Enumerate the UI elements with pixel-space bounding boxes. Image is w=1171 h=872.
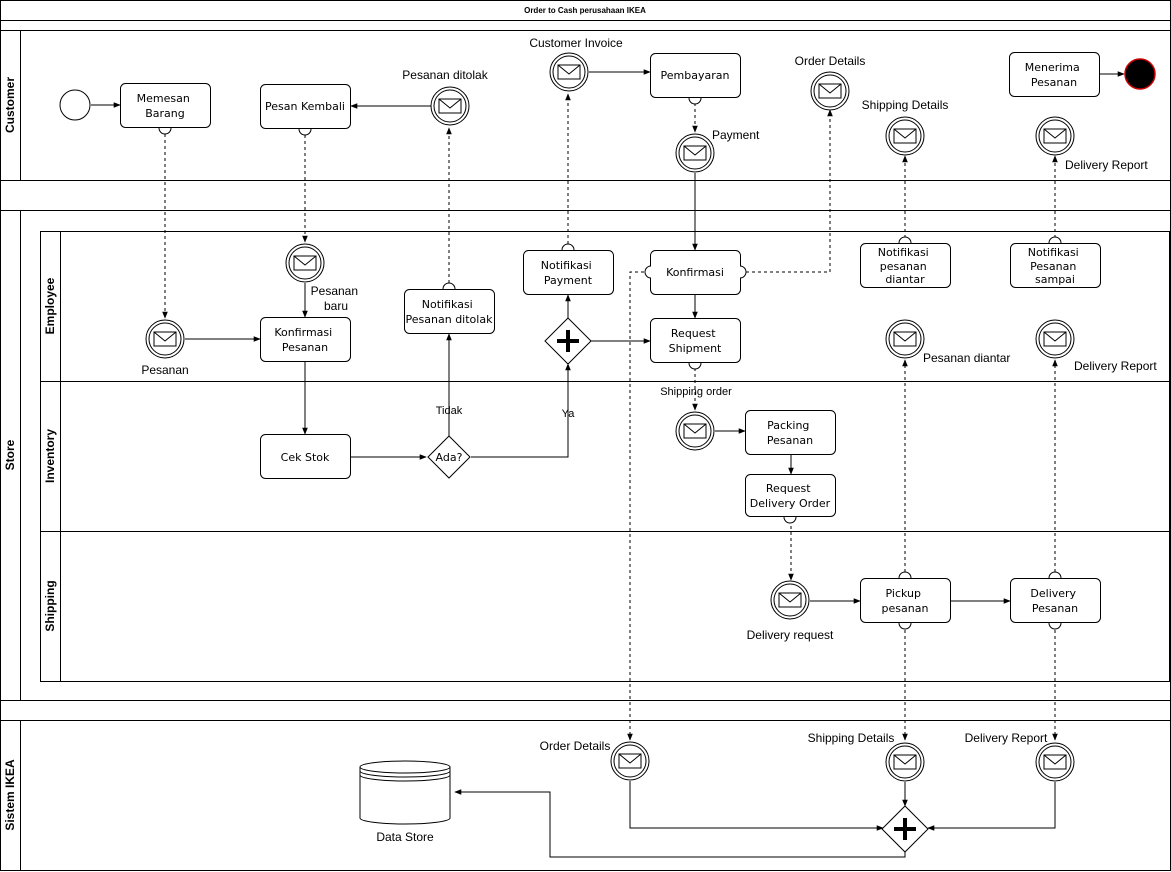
task-pickup-pesanan: Pickup pesanan [860, 571, 951, 630]
svg-text:Packing Pesanan: Packing Pesanan [767, 419, 813, 447]
message-event-payment-icon [675, 133, 715, 173]
message-event-delivery-request-icon [770, 580, 810, 620]
svg-text:Notifikasi Pesanan ditol: Notifikasi Pesanan ditolak [406, 298, 494, 326]
svg-text:Ada?: Ada? [436, 451, 463, 464]
pool-label-store: Store [3, 439, 17, 470]
label-ya: Ya [562, 408, 576, 420]
svg-text:Request Shipment: Request Shipment [669, 327, 722, 355]
svg-text:Konfirmasi Pesanan: Konfirmasi Pesanan [274, 326, 335, 354]
task-request-delivery-order: Request Delivery Order [745, 474, 836, 524]
label-data-store: Data Store [376, 830, 434, 844]
message-event-pesanan-baru-icon [285, 243, 325, 283]
label-pesanan-baru: Pesanan baru [311, 284, 362, 313]
message-event-pesanan-diantar-icon [885, 319, 925, 359]
label-delivery-report-employee: Delivery Report [1074, 359, 1157, 373]
task-memesan-barang: Memesan Barang [120, 83, 211, 135]
data-store-icon [359, 760, 451, 825]
label-order-details-top: Order Details [795, 54, 866, 68]
svg-text:Notifikasi Pesanan: Notifikasi Pesanan sampai [1028, 246, 1082, 286]
lane-label-shipping: Shipping [43, 580, 57, 631]
message-event-delivery-report-sistem-icon [1035, 742, 1075, 782]
svg-text:Menerima Pesanan: Menerima Pesanan [1025, 61, 1084, 89]
label-delivery-report-top: Delivery Report [1065, 158, 1148, 172]
svg-text:Memesan Barang: Memesan Barang [137, 92, 194, 120]
label-customer-invoice: Customer Invoice [529, 36, 623, 50]
task-notifikasi-pesanan-sampai: Notifikasi Pesanan sampai [1010, 236, 1101, 288]
task-notifikasi-payment: Notifikasi Payment [523, 243, 614, 295]
message-event-shipping-details-sistem-icon [885, 742, 925, 782]
message-flows [162, 93, 1058, 741]
label-shipping-details-top: Shipping Details [862, 98, 949, 112]
pool-label-sistem: Sistem IKEA [3, 759, 17, 831]
svg-text:Notifikasi Payment: Notifikasi Payment [541, 259, 595, 287]
message-event-pesanan-ditolak-icon [430, 86, 470, 126]
task-konfirmasi-pesanan: Konfirmasi Pesanan [260, 317, 351, 362]
task-delivery-pesanan: Delivery Pesanan [1010, 571, 1101, 630]
label-delivery-request: Delivery request [747, 628, 834, 642]
message-event-shipping-order-icon [675, 411, 715, 451]
task-pembayaran: Pembayaran [650, 53, 741, 105]
message-event-shipping-details-icon [885, 116, 925, 156]
gateway-ada: Ada? [427, 435, 471, 479]
task-request-shipment: Request Shipment [650, 318, 741, 370]
parallel-gateway-sistem [881, 805, 929, 853]
pool-label-customer: Customer [3, 77, 17, 133]
store-lanes [40, 231, 1170, 682]
label-pesanan-ditolak: Pesanan ditolak [402, 68, 488, 82]
label-shipping-details-bottom: Shipping Details [808, 731, 895, 745]
start-event [59, 89, 91, 121]
svg-text:Pesan Kembali: Pesan Kembali [265, 100, 345, 113]
label-tidak: Tidak [436, 405, 463, 417]
parallel-gateway-employee [544, 317, 592, 365]
label-payment: Payment [712, 128, 760, 142]
task-pesan-kembali: Pesan Kembali [260, 84, 351, 136]
task-notifikasi-pesanan-diantar: Notifikasi pesanan diantar [860, 236, 951, 288]
message-event-order-details-icon [810, 71, 850, 111]
svg-text:Cek Stok: Cek Stok [281, 451, 330, 464]
lane-label-employee: Employee [43, 277, 57, 334]
svg-text:Request Delivery Order: Request Delivery Order [750, 482, 831, 510]
diagram-title: Order to Cash perusahaan IKEA [524, 6, 646, 15]
message-event-pesanan-icon [145, 319, 185, 359]
task-packing-pesanan: Packing Pesanan [745, 410, 836, 455]
svg-text:Pickup pesanan: Pickup pesanan [882, 587, 929, 615]
svg-text:Pembayaran: Pembayaran [661, 69, 730, 82]
task-cek-stok: Cek Stok [260, 434, 351, 479]
svg-text:Konfirmasi: Konfirmasi [666, 266, 724, 279]
task-konfirmasi: Konfirmasi [644, 250, 747, 295]
svg-text:Notifikasi pesanan: Notifikasi pesanan diantar [878, 246, 932, 286]
sequence-flows [91, 69, 1125, 858]
label-pesanan-diantar: Pesanan diantar [923, 351, 1010, 365]
end-event [1124, 58, 1156, 90]
task-notifikasi-pesanan-ditolak: Notifikasi Pesanan ditolak [404, 282, 495, 334]
message-event-order-details-sistem-icon [610, 741, 650, 781]
label-shipping-order: Shipping order [660, 386, 732, 398]
svg-text:Delivery Pesanan: Delivery Pesanan [1030, 587, 1079, 615]
message-event-customer-invoice-icon [549, 52, 589, 92]
message-event-delivery-report-employee-icon [1035, 319, 1075, 359]
lane-label-inventory: Inventory [43, 429, 57, 483]
message-event-delivery-report-customer-icon [1035, 116, 1075, 156]
label-delivery-report-bottom: Delivery Report [965, 731, 1048, 745]
label-order-details-bottom: Order Details [540, 739, 611, 753]
label-pesanan: Pesanan [141, 363, 188, 377]
task-menerima-pesanan: Menerima Pesanan [1009, 52, 1100, 97]
